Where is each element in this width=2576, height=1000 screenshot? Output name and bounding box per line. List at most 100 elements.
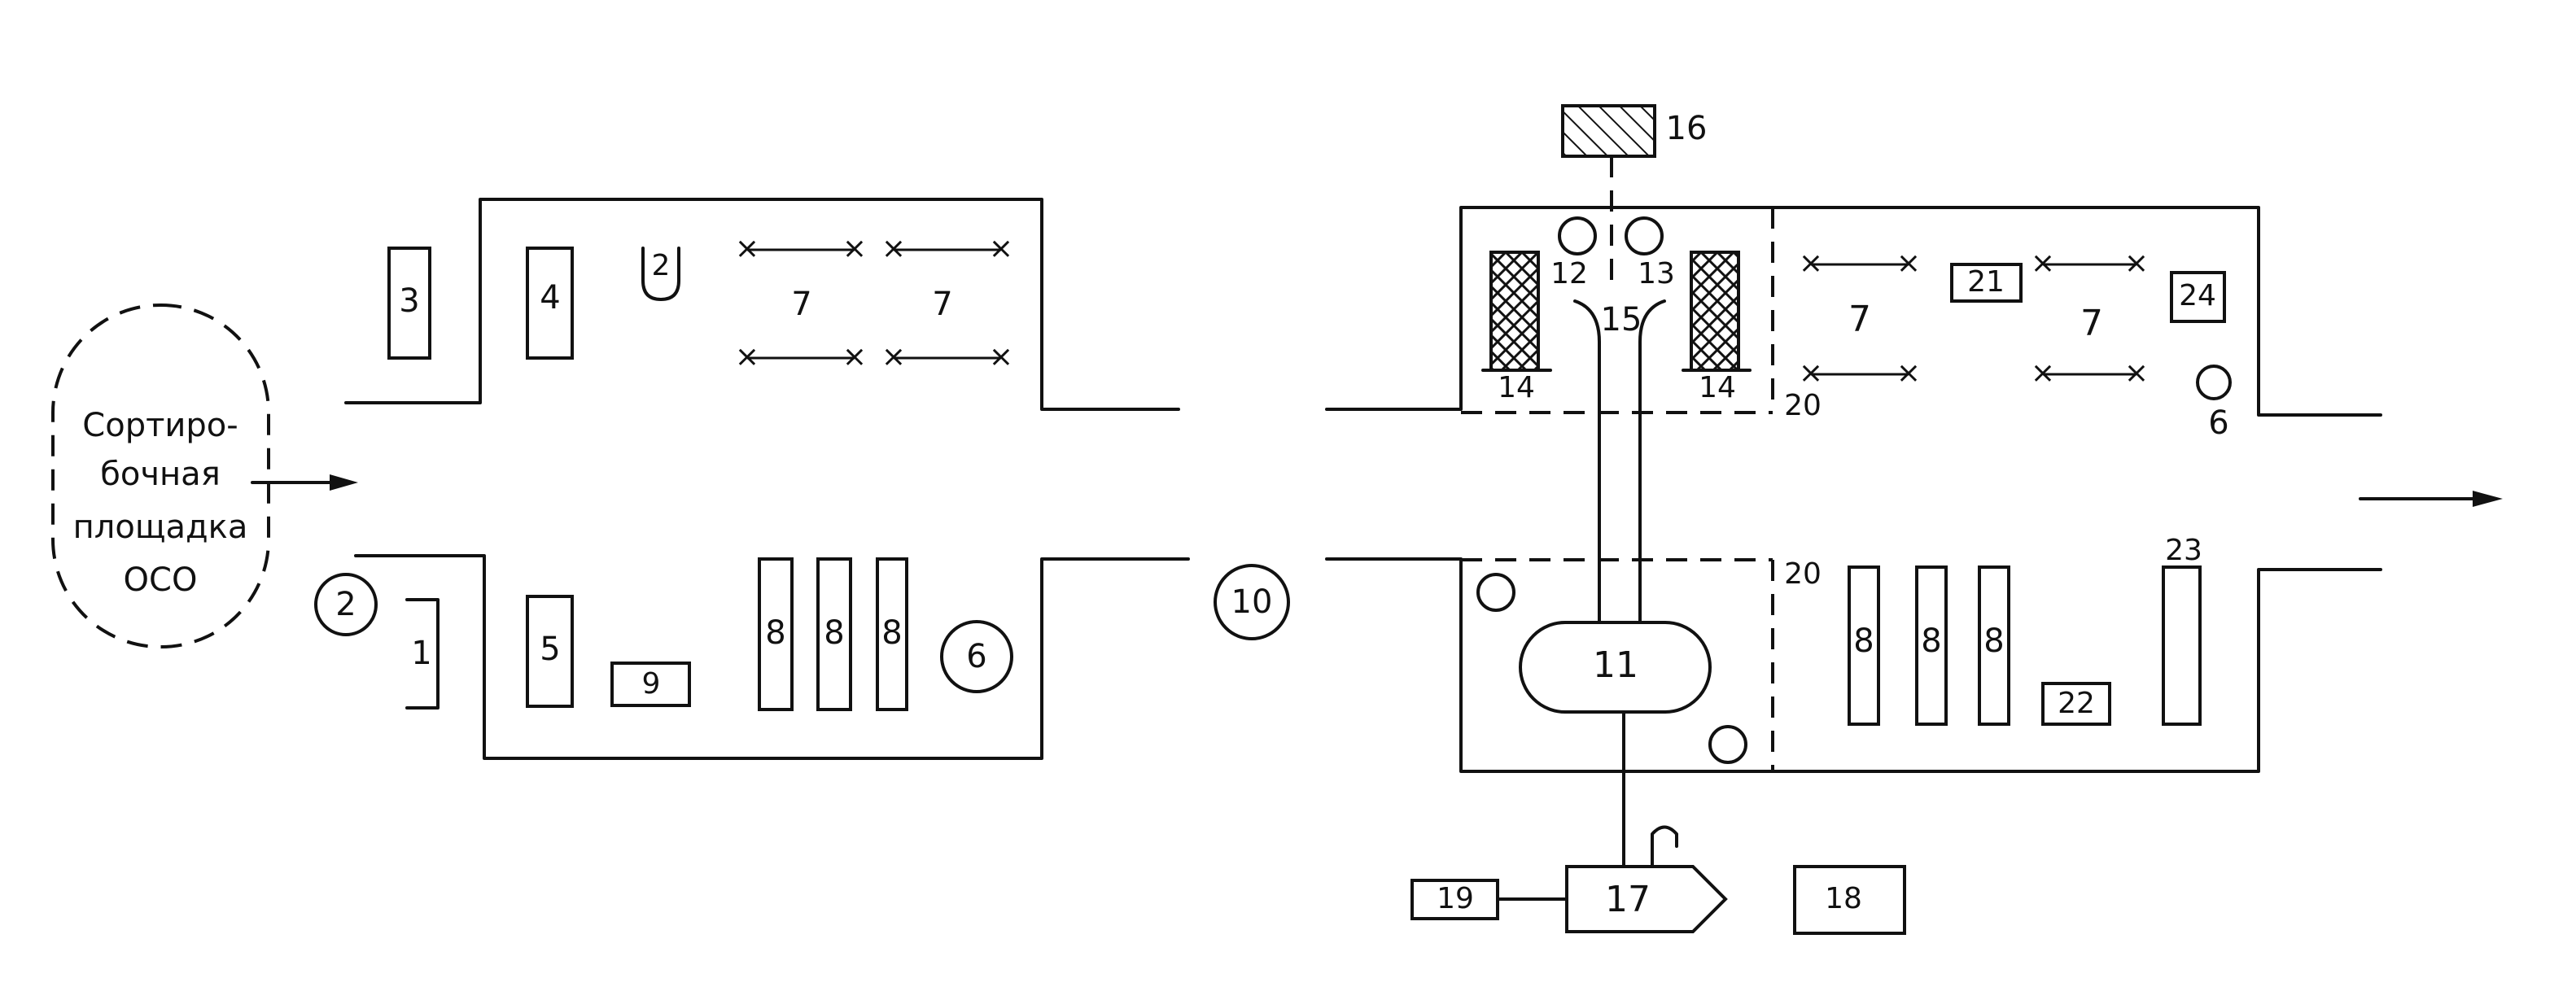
label-12: 12: [1550, 257, 1588, 290]
sorting-area: Сортиро- бочная площадка ОСО: [51, 303, 270, 648]
workstation-7-right-a: × × × ×: [1799, 247, 1921, 390]
label-9: 9: [642, 667, 661, 701]
svg-text:×: ×: [1896, 247, 1921, 280]
equipment-18: [1793, 865, 1906, 935]
circle-bottom-left: [1476, 573, 1515, 612]
left-building: [344, 198, 1190, 760]
svg-text:×: ×: [2031, 356, 2055, 390]
circle-10: [1214, 564, 1290, 640]
sorting-area-label-line-4: ОСО: [124, 561, 198, 599]
label-7-right-a: 7: [1848, 299, 1871, 340]
svg-text:×: ×: [2031, 247, 2055, 280]
circle-6-right: [2196, 365, 2232, 400]
label-8-left-2: 8: [824, 614, 844, 652]
svg-text:×: ×: [842, 232, 867, 265]
workstation-7-left-b: × × × ×: [881, 232, 1013, 373]
label-8-left-1: 8: [765, 614, 785, 652]
circle-12: [1558, 216, 1597, 255]
label-16: 16: [1666, 110, 1708, 147]
equipment-19: [1410, 879, 1499, 920]
equipment-24: [2170, 271, 2226, 323]
label-6-right: 6: [2208, 404, 2228, 442]
equipment-23: [2162, 566, 2202, 726]
label-7-right-b: 7: [2080, 303, 2103, 344]
circle-2-outside: [314, 573, 378, 636]
circle-bottom-right: [1708, 725, 1747, 764]
exit-arrow: [2359, 491, 2503, 507]
equipment-21: [1950, 263, 2023, 303]
label-8-left-3: 8: [881, 614, 902, 652]
label-8-right-2: 8: [1921, 622, 1941, 660]
label-14-right: 14: [1699, 371, 1736, 404]
label-24: 24: [2179, 279, 2216, 312]
equipment-14-left: [1489, 251, 1540, 372]
equipment-9: [610, 662, 691, 707]
equipment-8-left-3: [876, 557, 908, 711]
label-22: 22: [2058, 687, 2095, 720]
label-2-inside: 2: [652, 249, 671, 282]
equipment-11: [1519, 621, 1712, 714]
svg-text:×: ×: [2124, 247, 2149, 280]
label-2-outside: 2: [335, 586, 356, 623]
equipment-8-right-3: [1978, 566, 2010, 726]
hook-17: [1651, 825, 1678, 868]
equipment-14-right: [1690, 251, 1740, 372]
label-3: 3: [399, 282, 419, 320]
label-6-left: 6: [966, 638, 986, 675]
conveyor-15-right-rail: [1638, 299, 1666, 624]
svg-text:×: ×: [1896, 356, 1921, 390]
label-5: 5: [540, 631, 560, 668]
entry-arrow: [251, 474, 358, 491]
equipment-3: [387, 247, 431, 360]
label-13: 13: [1638, 257, 1675, 290]
label-20-bottom: 20: [1784, 557, 1822, 591]
label-8-right-1: 8: [1853, 622, 1874, 660]
label-20-top: 20: [1784, 389, 1822, 422]
workstation-7-right-b: × × × ×: [2031, 247, 2149, 390]
sorting-area-outline: [51, 303, 270, 648]
circle-6-left: [940, 620, 1013, 693]
svg-text:×: ×: [735, 340, 759, 373]
equipment-22: [2041, 682, 2111, 726]
svg-text:×: ×: [989, 340, 1013, 373]
label-19: 19: [1437, 882, 1474, 915]
bracket-1: [405, 598, 440, 710]
svg-text:×: ×: [842, 340, 867, 373]
equipment-8-right-1: [1848, 566, 1880, 726]
equipment-2-inside: [641, 247, 680, 301]
label-11: 11: [1593, 644, 1638, 686]
arrow-head-icon: [2473, 491, 2503, 507]
label-7-left-a: 7: [791, 286, 811, 323]
equipment-8-left-1: [758, 557, 794, 711]
svg-text:×: ×: [881, 232, 906, 265]
svg-text:×: ×: [2124, 356, 2149, 390]
right-building: [1325, 206, 2382, 773]
label-1: 1: [411, 635, 431, 672]
svg-text:×: ×: [881, 340, 906, 373]
sorting-area-label-line-3: площадка: [73, 509, 248, 546]
label-10: 10: [1231, 583, 1273, 621]
equipment-16: [1561, 104, 1656, 158]
label-17: 17: [1605, 879, 1651, 920]
circle-13: [1625, 216, 1664, 255]
equipment-17: [1565, 865, 1728, 933]
label-18: 18: [1825, 882, 1862, 915]
workstation-7-left-a: × × × ×: [735, 232, 867, 373]
equipment-8-right-2: [1915, 566, 1948, 726]
label-4: 4: [540, 279, 560, 317]
label-23: 23: [2165, 534, 2202, 567]
label-7-left-b: 7: [932, 286, 952, 323]
svg-text:×: ×: [1799, 247, 1823, 280]
label-8-right-3: 8: [1983, 622, 2004, 660]
svg-text:×: ×: [989, 232, 1013, 265]
label-21: 21: [1967, 265, 2005, 299]
svg-text:×: ×: [1799, 356, 1823, 390]
equipment-8-left-2: [816, 557, 852, 711]
svg-text:×: ×: [735, 232, 759, 265]
arrow-head-icon: [330, 474, 358, 491]
sorting-area-label-line-1: Сортиро-: [82, 407, 238, 444]
label-15: 15: [1601, 301, 1642, 338]
sorting-area-label-line-2: бочная: [100, 456, 221, 493]
equipment-5: [526, 595, 574, 708]
